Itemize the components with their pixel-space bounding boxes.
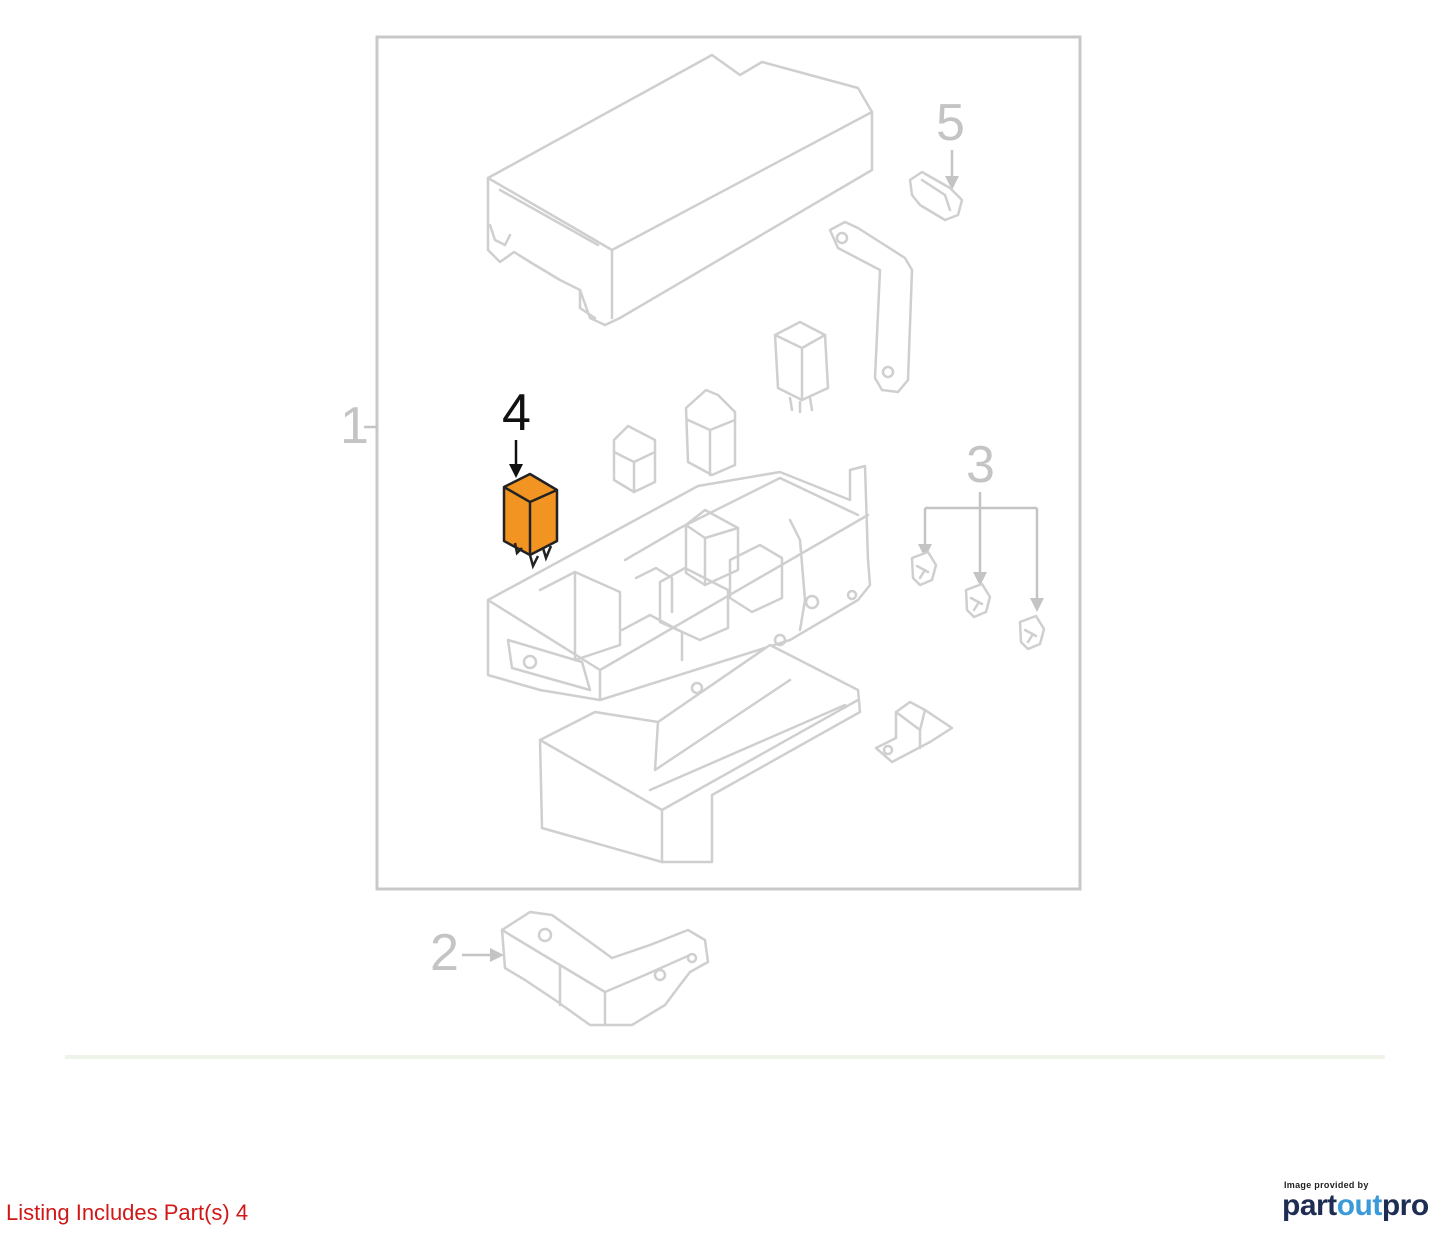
partoutpro-logo: partoutpro <box>1282 1189 1429 1223</box>
callout-3: 3 <box>918 436 1044 612</box>
callout-5: 5 <box>936 94 965 190</box>
callout-2: 2 <box>430 924 504 982</box>
callout-3-number: 3 <box>966 436 995 494</box>
fuse-box-housing <box>486 464 872 702</box>
maxi-fuse <box>684 388 737 477</box>
fuse-box-cover <box>486 53 874 327</box>
logo-part: part <box>1282 1189 1337 1222</box>
listing-caption: Listing Includes Part(s) 4 <box>6 1200 249 1225</box>
bracket-part-2 <box>500 910 710 1027</box>
logo-pro: pro <box>1381 1189 1429 1222</box>
mounting-bracket <box>828 220 914 394</box>
fuse-box-tray <box>538 643 862 864</box>
relay-grey <box>773 320 830 414</box>
relay-part-4-highlighted <box>502 472 559 570</box>
clip-part-5 <box>908 170 964 222</box>
callout-4: 4 <box>502 384 531 478</box>
callout-1: 1 <box>340 397 377 455</box>
callout-2-number: 2 <box>430 924 459 982</box>
clip-part-3a <box>910 550 938 587</box>
small-bracket <box>874 700 954 764</box>
mini-fuse <box>612 424 657 494</box>
logo-out: out <box>1336 1189 1383 1222</box>
callout-5-number: 5 <box>936 94 965 152</box>
clip-part-3b <box>964 582 992 619</box>
clip-part-3c <box>1018 614 1046 651</box>
assembly-frame <box>375 35 1082 891</box>
callout-4-number: 4 <box>502 384 531 442</box>
image-credit-text: Image provided by <box>1284 1180 1369 1190</box>
